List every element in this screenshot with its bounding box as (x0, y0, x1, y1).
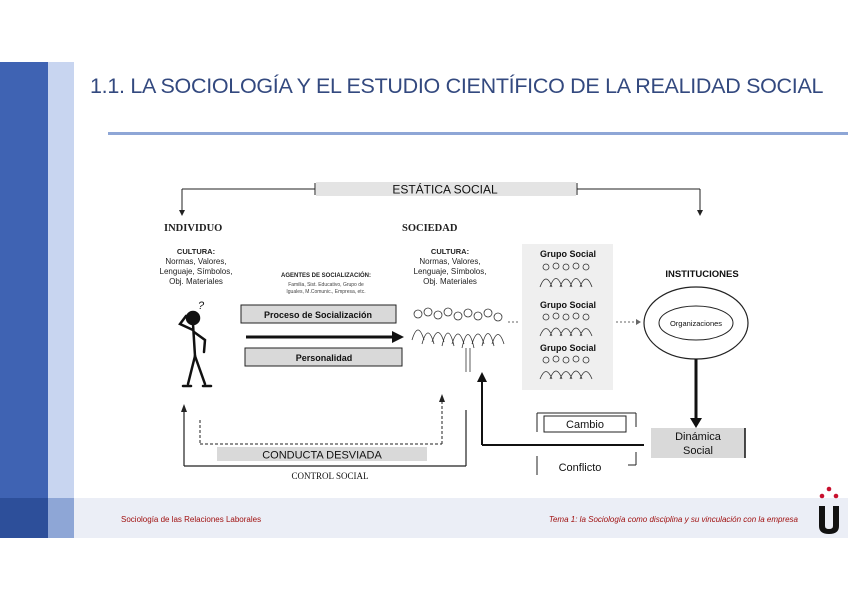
grupo-social-label: Grupo Social (540, 249, 596, 259)
question-mark-icon: ? (198, 300, 205, 312)
cultura-sociedad-line: Normas, Valores, (419, 257, 480, 266)
instituciones-down-arrow-head (690, 418, 702, 428)
grupo-social-column: Grupo Social Grupo Social Grupo Social (522, 244, 613, 390)
dinamica-label: Dinámica (675, 431, 722, 443)
cultura-individuo-line: Obj. Materiales (169, 277, 223, 286)
grupo-social-label: Grupo Social (540, 300, 596, 310)
cultura-sociedad-line: Lenguaje, Símbolos, (414, 267, 487, 276)
footer-topic: Tema 1: la Sociología como disciplina y … (549, 515, 798, 524)
control-label: CONTROL SOCIAL (292, 471, 369, 481)
feedback-arrow-head (477, 372, 487, 382)
instituciones-label: INSTITUCIONES (665, 269, 738, 280)
conducta-label: CONDUCTA DESVIADA (262, 450, 382, 462)
cultura-individuo-line: Lenguaje, Símbolos, (160, 267, 233, 276)
dinamica-label: Social (683, 445, 713, 457)
sociedad-heading: SOCIEDAD (402, 223, 458, 234)
cultura-sociedad-title: CULTURA: (431, 247, 469, 256)
conflicto-label: Conflicto (559, 462, 602, 474)
footer-course: Sociología de las Relaciones Laborales (121, 515, 261, 524)
cambio-label: Cambio (566, 419, 604, 431)
individuo-figure (180, 312, 211, 386)
agentes-line: Iguales, M.Comunic., Empresa, etc. (286, 289, 365, 295)
estatica-label: ESTÁTICA SOCIAL (392, 182, 498, 197)
personalidad-label: Personalidad (296, 353, 353, 363)
proceso-label: Proceso de Socialización (264, 310, 372, 320)
grupo-social-bg (522, 244, 613, 390)
conducta-arrow-head (439, 394, 445, 402)
agentes-line: Familia, Sist. Educativo, Grupo de (288, 282, 364, 288)
arrow-head-right (697, 210, 703, 216)
cultura-individuo-line: Normas, Valores, (165, 257, 226, 266)
conducta-desviada-loop (200, 400, 442, 444)
grupo-social-label: Grupo Social (540, 343, 596, 353)
footer-accent-light (48, 498, 74, 538)
university-logo-icon (810, 486, 848, 536)
footer-accent-dark (0, 498, 48, 538)
crowd-icon (412, 308, 504, 372)
individuo-heading: INDIVIDUO (164, 223, 222, 234)
control-arrow-head (181, 404, 187, 412)
organizaciones-label: Organizaciones (670, 319, 722, 328)
cultura-individuo-title: CULTURA: (177, 247, 215, 256)
arrow-head-left (179, 210, 185, 216)
cultura-sociedad-line: Obj. Materiales (423, 277, 477, 286)
proceso-arrow-head (392, 331, 404, 343)
agentes-title: AGENTES DE SOCIALIZACIÓN: (281, 271, 371, 279)
dotted-arrow-head (636, 319, 641, 325)
